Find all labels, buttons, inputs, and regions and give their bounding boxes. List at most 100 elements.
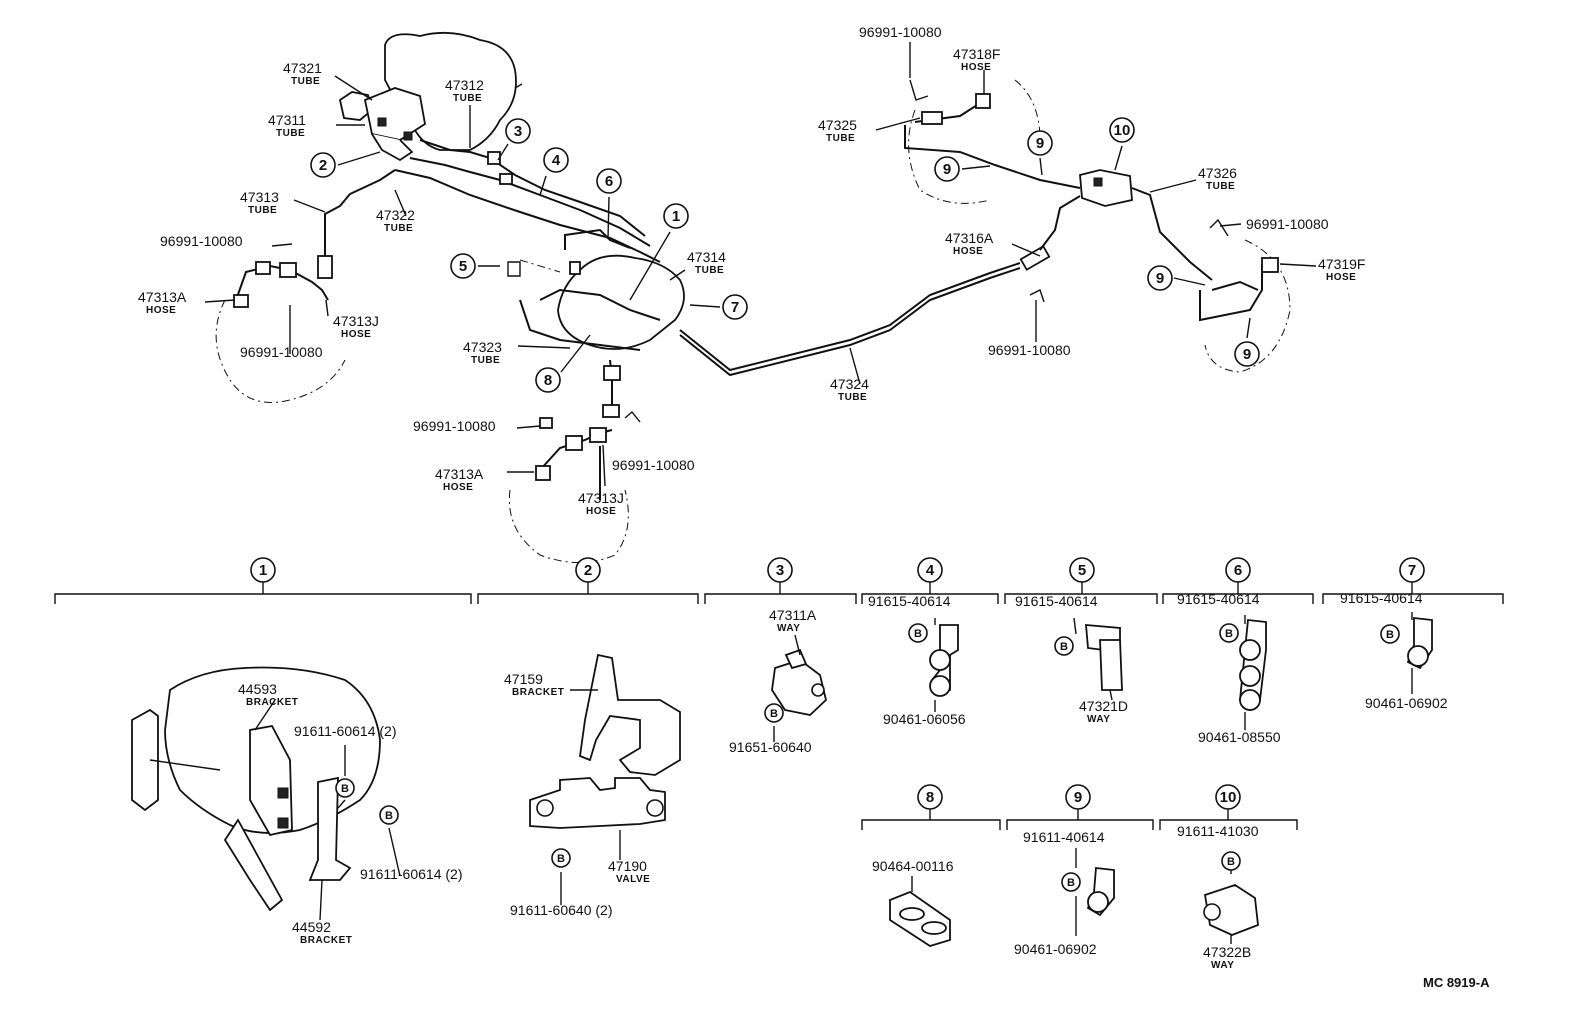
line-art: [131, 31, 1433, 947]
detail-part-label: 90461-06056: [883, 711, 966, 727]
part-type: TUBE: [384, 223, 413, 234]
part-type: HOSE: [146, 305, 176, 316]
section-number: 10: [1220, 789, 1237, 806]
callout-circle: [450, 253, 476, 279]
section-circle: [1225, 557, 1251, 583]
callout: 4: [543, 147, 569, 173]
part-label: 96991-10080: [1246, 216, 1329, 232]
bolt-letter: B: [1060, 641, 1068, 653]
part-number: 96991-10080: [160, 233, 243, 249]
section-bracket: [1322, 593, 1504, 604]
part-type: HOSE: [341, 329, 371, 340]
callout: 1: [663, 203, 689, 229]
section-circle: [1069, 557, 1095, 583]
section-5: 5: [1004, 557, 1158, 604]
detail-part-label: 91611-40614: [1023, 829, 1105, 845]
callout: 8: [535, 367, 561, 393]
part-number: 90461-06902: [1014, 941, 1097, 957]
part-number: 91611-60614 (2): [360, 866, 462, 882]
callout-number: 3: [514, 123, 522, 140]
callout-number: 5: [459, 258, 467, 275]
bolt-letter: B: [341, 783, 349, 795]
part-number: 91615-40614: [1340, 590, 1423, 606]
callout-number: 8: [544, 372, 552, 389]
callout: 2: [310, 152, 336, 178]
section-circle: [575, 557, 601, 583]
bolt-circle: [335, 778, 355, 798]
section-9: 9: [1006, 784, 1154, 830]
part-type: TUBE: [471, 355, 500, 366]
part-number: 96991-10080: [1246, 216, 1329, 232]
part-type: TUBE: [291, 76, 320, 87]
callout-circle: [1109, 117, 1135, 143]
part-number: 91615-40614: [1015, 593, 1098, 609]
part-number: 90461-08550: [1198, 729, 1281, 745]
part-number: 96991-10080: [988, 342, 1071, 358]
section-circle: [250, 557, 276, 583]
callout: 10: [1109, 117, 1135, 143]
part-type: BRACKET: [246, 697, 298, 708]
part-number: 47324: [830, 376, 869, 392]
bolt-marker: B: [1061, 872, 1081, 892]
section-8: 8: [861, 784, 1001, 830]
section-10: 10: [1159, 784, 1298, 830]
section-number: 2: [584, 562, 592, 579]
bolt-letter: B: [1067, 877, 1075, 889]
part-number: 96991-10080: [240, 344, 323, 360]
part-type: HOSE: [1326, 272, 1356, 283]
part-number: 47313J: [333, 313, 379, 329]
bolt-letter: B: [385, 810, 393, 822]
part-type: BRACKET: [300, 935, 352, 946]
part-number: 47313J: [578, 490, 624, 506]
part-type: TUBE: [276, 128, 305, 139]
part-type: TUBE: [838, 392, 867, 403]
callout: 9: [1147, 265, 1173, 291]
bolt-marker: B: [1054, 636, 1074, 656]
part-number: 47312: [445, 77, 484, 93]
callout-circle: [934, 156, 960, 182]
section-number: 5: [1078, 562, 1086, 579]
section-bracket: [704, 593, 857, 604]
callout: 9: [1027, 130, 1053, 156]
section-number: 6: [1234, 562, 1242, 579]
detail-part-label: 91615-40614: [1177, 591, 1260, 607]
part-number: 47319F: [1318, 256, 1365, 272]
part-type: TUBE: [248, 205, 277, 216]
callout-circle: [543, 147, 569, 173]
section-4: 4: [861, 557, 999, 604]
section-bracket: [861, 819, 1001, 830]
section-1: 1: [54, 557, 472, 604]
detail-part-label: 91651-60640: [729, 739, 812, 755]
part-type: WAY: [1211, 960, 1234, 971]
callout-number: 9: [943, 161, 951, 178]
part-type: HOSE: [586, 506, 616, 517]
part-number: 90461-06902: [1365, 695, 1448, 711]
callout: 7: [722, 294, 748, 320]
callout-number: 1: [672, 208, 680, 225]
part-number: 47321: [283, 60, 322, 76]
part-number: 47323: [463, 339, 502, 355]
callout-circle: [663, 203, 689, 229]
part-number: 91651-60640: [729, 739, 812, 755]
bolt-circle: [1221, 851, 1241, 871]
part-number: 47316A: [945, 230, 994, 246]
part-number: 91611-60614 (2): [294, 723, 396, 739]
callout-circle: [1234, 341, 1260, 367]
section-number: 3: [776, 562, 784, 579]
section-number: 8: [926, 789, 934, 806]
